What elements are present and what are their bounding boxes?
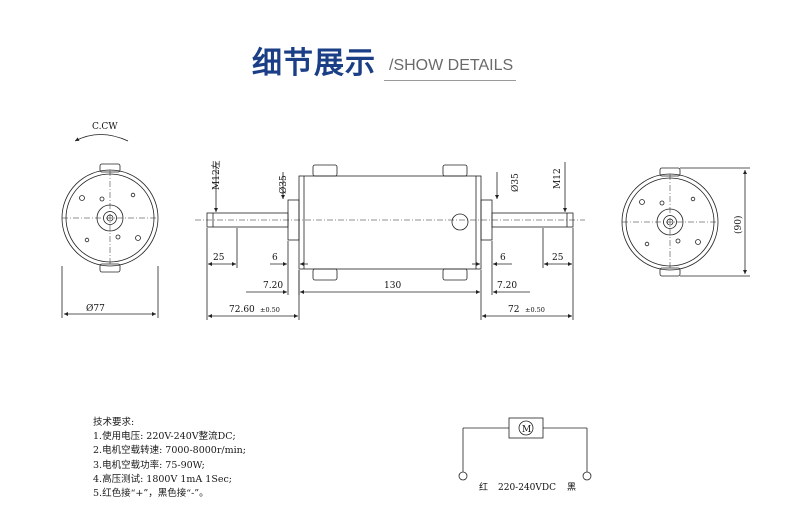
right-shaft-dim: 25 xyxy=(552,253,564,263)
body-length-dim: 130 xyxy=(384,281,401,291)
tech-item: 4.高压测试: 1800V 1mA 1Sec; xyxy=(93,473,232,485)
tech-heading: 技术要求: xyxy=(93,417,135,428)
rotation-label: C.CW xyxy=(92,122,118,132)
left-thread-label: M12左 xyxy=(210,160,222,190)
right-flange-dim: 6 xyxy=(500,253,506,263)
tech-item: 3.电机空载功率: 75-90W; xyxy=(93,459,205,471)
right-dia-label: Ø35 xyxy=(510,173,521,192)
height-dim: (90) xyxy=(733,216,744,234)
right-total-dim: 72 xyxy=(508,305,519,315)
title-underline xyxy=(384,80,516,81)
voltage-label: 220-240VDC xyxy=(498,483,556,493)
right-end-view xyxy=(621,167,750,277)
right-tolerance: ±0.50 xyxy=(525,306,545,314)
tech-requirements: 技术要求: 1.使用电压: 220V-240V整流DC; 2.电机空载转速: 7… xyxy=(93,416,246,501)
diameter-dim: Ø77 xyxy=(86,303,105,314)
right-gap-dim: 7.20 xyxy=(497,281,517,291)
left-shaft-dim: 25 xyxy=(213,253,225,263)
section-title-zh: 细节展示 xyxy=(252,46,376,81)
left-total-dim: 72.60 xyxy=(229,305,255,315)
right-thread-label: M12 xyxy=(553,168,563,189)
red-wire-label: 红 xyxy=(479,481,488,493)
left-gap-dim: 7.20 xyxy=(263,281,283,291)
left-dia-label: Ø35 xyxy=(278,175,289,194)
left-tolerance: ±0.50 xyxy=(260,306,280,314)
black-wire-label: 黑 xyxy=(567,482,576,493)
tech-item: 5.红色接“+”，黑色接“-”。 xyxy=(93,488,209,500)
tech-item: 2.电机空载转速: 7000-8000r/min; xyxy=(93,445,246,457)
section-title-en: /SHOW DETAILS xyxy=(389,57,514,74)
left-flange-dim: 6 xyxy=(272,253,278,263)
left-end-view xyxy=(61,134,159,318)
wiring-diagram xyxy=(458,417,592,481)
motor-symbol-label: M xyxy=(522,425,531,435)
side-view xyxy=(195,162,585,320)
tech-item: 1.使用电压: 220V-240V整流DC; xyxy=(93,431,236,443)
